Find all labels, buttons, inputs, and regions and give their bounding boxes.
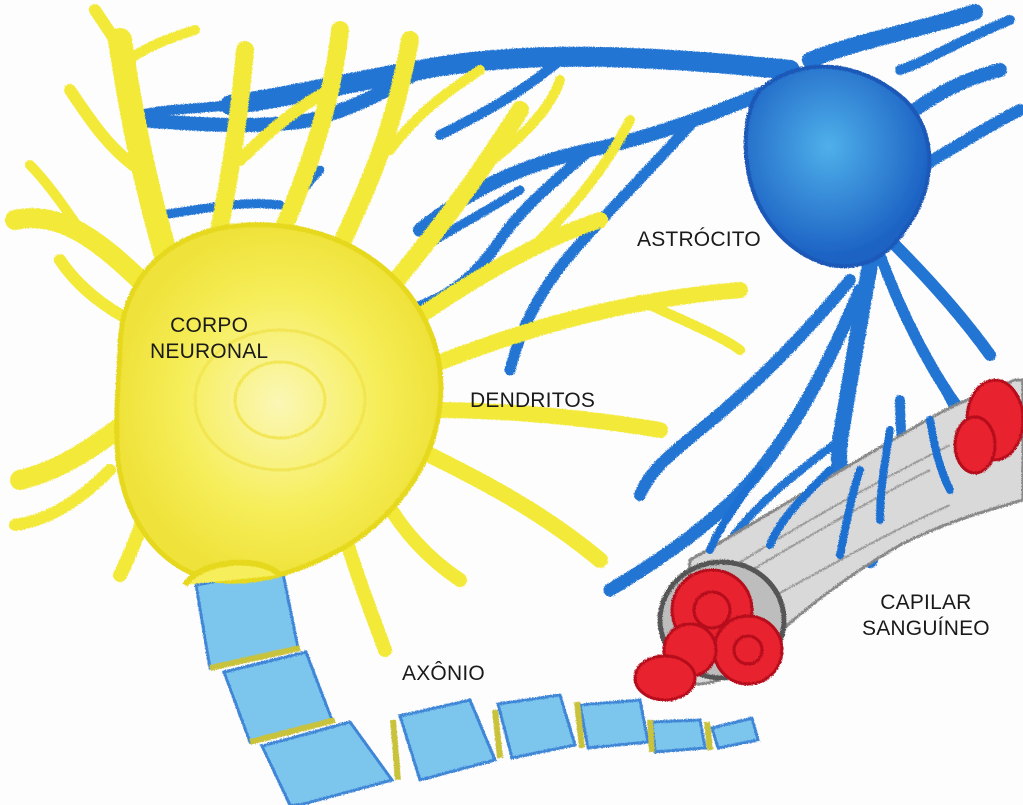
label-dendrites: DENDRITOS xyxy=(470,388,595,414)
neuron-cell-body xyxy=(117,225,441,585)
astrocyte-body xyxy=(746,67,930,267)
label-line: NEURONAL xyxy=(150,339,268,365)
label-axon: AXÔNIO xyxy=(402,661,485,687)
label-line: CORPO xyxy=(150,313,268,339)
label-line: SANGUÍNEO xyxy=(862,616,990,642)
label-astrocyte: ASTRÓCITO xyxy=(637,227,761,253)
label-line: CAPILAR xyxy=(862,590,990,616)
label-blood-capillary: CAPILAR SANGUÍNEO xyxy=(862,590,990,642)
label-neuron-cell-body: CORPO NEURONAL xyxy=(150,313,268,365)
